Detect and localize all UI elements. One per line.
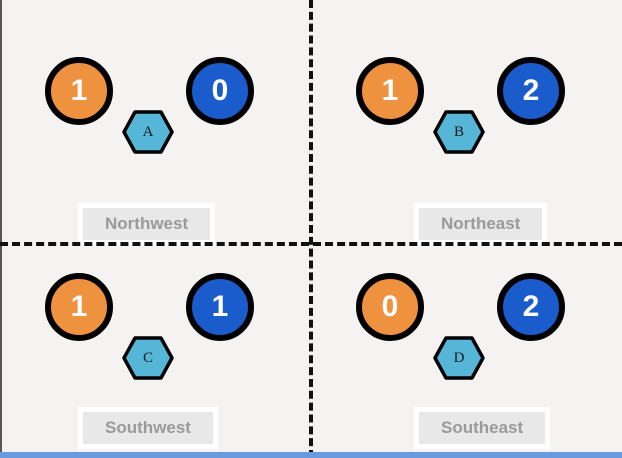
blue-agent-northwest[interactable]: 0 [186,57,254,125]
quadrant-name-plate-southeast: Southeast [414,407,551,449]
quadrant-northeast[interactable]: 1 2 B Northeast [311,0,622,245]
quadrant-southwest[interactable]: 1 1 C Southwest [0,229,311,458]
orange-agent-northwest[interactable]: 1 [45,57,113,125]
hexagon-icon [433,110,485,154]
hexagon-node-label-southeast: D [453,349,465,366]
quadrant-northwest[interactable]: 1 0 A Northwest [0,0,311,245]
hexagon-icon [122,336,174,380]
blue-agent-southwest[interactable]: 1 [186,273,254,341]
quadrant-name-plate-northeast: Northeast [414,203,548,245]
orange-agent-northeast[interactable]: 1 [356,57,424,125]
orange-agent-southwest[interactable]: 1 [45,273,113,341]
horizontal-divider [0,242,622,246]
hexagon-icon [433,336,485,380]
blue-agent-southeast[interactable]: 2 [497,273,565,341]
hexagon-icon [122,110,174,154]
blue-agent-northeast[interactable]: 2 [497,57,565,125]
quadrant-name-plate-northwest: Northwest [78,203,216,245]
canvas-left-edge [0,0,2,452]
hexagon-node-label-northeast: B [453,123,464,140]
hexagon-node-label-northwest: A [142,123,154,140]
vertical-divider [309,0,313,458]
quadrant-name-plate-southwest: Southwest [78,407,218,449]
quadrant-southeast[interactable]: 0 2 D Southeast [311,229,622,458]
hexagon-node-northwest[interactable]: A [121,108,175,156]
hexagon-node-label-southwest: C [142,349,153,366]
bottom-status-bar [0,452,622,458]
hexagon-node-northeast[interactable]: B [432,108,486,156]
hexagon-node-southwest[interactable]: C [121,334,175,382]
hexagon-node-southeast[interactable]: D [432,334,486,382]
orange-agent-southeast[interactable]: 0 [356,273,424,341]
